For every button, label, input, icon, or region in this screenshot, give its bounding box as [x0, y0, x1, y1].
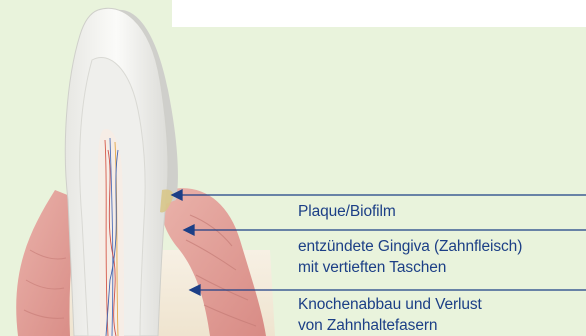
- label-bone-line2: von Zahnhaltefasern: [298, 315, 437, 336]
- label-gingiva-line1: entzündete Gingiva (Zahnfleisch): [298, 236, 522, 257]
- label-bone-line1: Knochenabbau und Verlust: [298, 294, 482, 315]
- label-gingiva-line2: mit vertieften Taschen: [298, 257, 446, 278]
- label-plaque: Plaque/Biofilm: [298, 201, 396, 222]
